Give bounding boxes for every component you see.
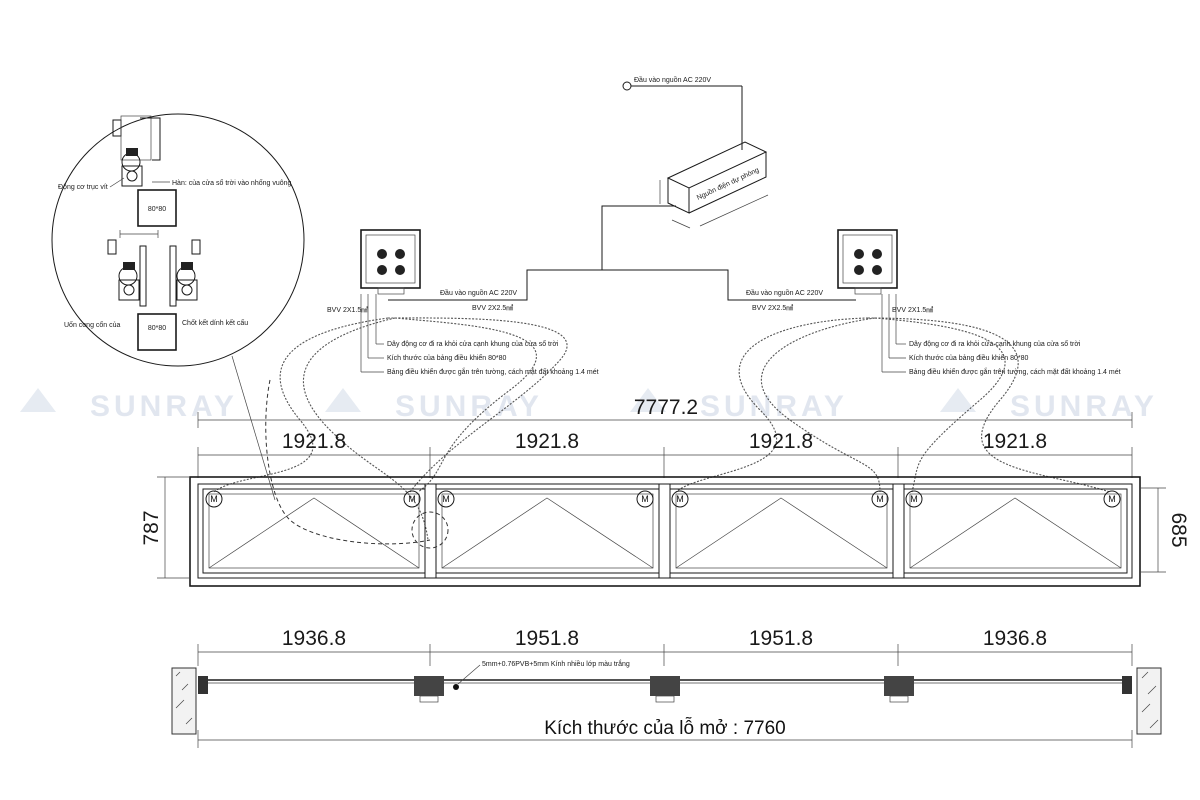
top-segment-3: 1921.8	[749, 430, 813, 453]
svg-text:M: M	[641, 494, 649, 504]
top-segment-dimensions: 1921.8 1921.8 1921.8 1921.8	[197, 430, 1133, 478]
down-button-icon	[854, 265, 864, 275]
right-note-3: Bảng điều khiển được gắn trên tường, các…	[909, 367, 1121, 376]
svg-text:M: M	[442, 494, 450, 504]
right-cable-main-label: BVV 2X2.5㎟	[752, 304, 793, 312]
square-tube-top	[137, 189, 177, 227]
hinge-detail-label: Hàn: của cửa sổ trời vào nhống vuông	[172, 178, 292, 187]
right-note-2: Kích thước của bảng điều khiển 80*80	[909, 353, 1029, 362]
fix-detail-label: Chốt kết dính kết cấu	[182, 318, 248, 327]
watermark-text-4: SUNRAY	[1010, 390, 1158, 423]
svg-text:M: M	[408, 494, 416, 504]
backup-power-box: Nguồn điện dự phòng	[659, 141, 769, 229]
right-control-panel	[837, 229, 898, 289]
svg-text:M: M	[910, 494, 918, 504]
up-button-icon	[872, 249, 882, 259]
right-cable-local-label: BVV 2X1.5㎟	[892, 306, 933, 314]
bottom-segment-dimensions: 1936.8 1951.8 1951.8 1936.8	[197, 627, 1133, 666]
left-note-1: Dây động cơ đi ra khỏi cửa cạnh khung củ…	[387, 340, 559, 348]
motor-icon: M	[205, 490, 223, 508]
watermark-text-3: SUNRAY	[700, 390, 848, 423]
down-button-icon	[377, 265, 387, 275]
down-button-icon	[395, 265, 405, 275]
left-note-3: Bảng điều khiển được gắn trên tường, các…	[387, 367, 599, 376]
top-segment-2: 1921.8	[515, 430, 579, 453]
down-button-icon	[872, 265, 882, 275]
panel-2	[435, 488, 660, 574]
height-right-label: 685	[1167, 512, 1190, 547]
motor-icon: M	[403, 490, 421, 508]
up-button-icon	[377, 249, 387, 259]
top-total-dimension: 7777.2	[197, 396, 1133, 428]
bend-detail-label: Uốn cong cổn của	[64, 320, 121, 329]
power-source: Đầu vào nguồn AC 220V Nguồn điện dự phòn…	[388, 75, 856, 301]
bottom-segment-2: 1951.8	[515, 627, 579, 650]
height-dimension-right: 685	[1140, 487, 1190, 573]
right-controller: Đầu vào nguồn AC 220V BVV 2X2.5㎟ BVV 2X1…	[746, 229, 1121, 376]
detail-callout-circle	[411, 511, 449, 549]
bottom-segment-1: 1936.8	[282, 627, 346, 650]
skylight-elevation: M M M M M M M M	[189, 476, 1141, 587]
motor-icon: M	[636, 490, 654, 508]
motor-icon: M	[671, 490, 689, 508]
motor-wires	[213, 317, 1111, 545]
motor-icon: M	[437, 490, 455, 508]
up-button-icon	[395, 249, 405, 259]
watermark-group: SUNRAY SUNRAY SUNRAY SUNRAY	[20, 388, 1158, 423]
backup-power-label: Nguồn điện dự phòng	[695, 165, 760, 202]
section-view: 5mm+0.76PVB+5mm Kính nhiều lớp màu trắng	[171, 659, 1162, 735]
watermark-1: SUNRAY	[20, 388, 238, 423]
right-controller-input-label: Đầu vào nguồn AC 220V	[746, 288, 823, 297]
right-wall	[1136, 667, 1162, 735]
total-length-label: 7777.2	[634, 396, 698, 419]
panel-4	[903, 488, 1128, 574]
detail-view: Động cơ trục vít Hàn: của cửa sổ trời và…	[51, 113, 305, 501]
panel-3	[669, 488, 894, 574]
top-segment-4: 1921.8	[983, 430, 1047, 453]
left-cable-main-label: BVV 2X2.5㎟	[472, 304, 513, 312]
bottom-segment-4: 1936.8	[983, 627, 1047, 650]
watermark-text-1: SUNRAY	[90, 390, 238, 423]
left-cable-local-label: BVV 2X1.5㎟	[327, 306, 368, 314]
left-controller: Đầu vào nguồn AC 220V BVV 2X2.5㎟ BVV 2X1…	[327, 229, 599, 376]
watermark-3: SUNRAY	[630, 388, 848, 423]
svg-text:M: M	[1108, 494, 1116, 504]
watermark-2: SUNRAY	[325, 388, 543, 423]
square-tube-bottom-label: 80*80	[148, 325, 166, 332]
left-note-2: Kích thước của bảng điều khiển 80*80	[387, 353, 507, 362]
glass-spec-note: 5mm+0.76PVB+5mm Kính nhiều lớp màu trắng	[482, 659, 630, 668]
left-control-panel	[360, 229, 421, 289]
svg-text:M: M	[210, 494, 218, 504]
motor-detail-label: Động cơ trục vít	[58, 184, 108, 191]
screw-motor-icon	[121, 148, 143, 187]
svg-text:M: M	[676, 494, 684, 504]
opening-size-caption: Kích thước của lỗ mở : 7760	[544, 717, 785, 739]
motor-icon: M	[871, 490, 889, 508]
square-tube-bottom	[137, 313, 177, 351]
left-controller-input-label: Đầu vào nguồn AC 220V	[440, 288, 517, 297]
bottom-segment-3: 1951.8	[749, 627, 813, 650]
svg-text:M: M	[876, 494, 884, 504]
motor-icon: M	[905, 490, 923, 508]
screw-motor-icon	[118, 262, 140, 301]
up-button-icon	[854, 249, 864, 259]
square-tube-top-label: 80*80	[148, 206, 166, 213]
top-segment-1: 1921.8	[282, 430, 346, 453]
watermark-text-2: SUNRAY	[395, 390, 543, 423]
height-left-label: 787	[140, 510, 163, 545]
screw-motor-icon	[176, 262, 198, 301]
opening-size-dimension: Kích thước của lỗ mở : 7760	[197, 717, 1133, 748]
power-plug-icon	[622, 81, 632, 91]
right-note-1: Dây động cơ đi ra khỏi cửa cạnh khung củ…	[909, 340, 1081, 348]
motor-icon: M	[1103, 490, 1121, 508]
panel-1	[202, 488, 426, 574]
watermark-4: SUNRAY	[940, 388, 1158, 423]
left-wall	[171, 667, 197, 735]
height-dimension-left: 787	[140, 476, 190, 579]
power-input-label: Đầu vào nguồn AC 220V	[634, 75, 711, 84]
